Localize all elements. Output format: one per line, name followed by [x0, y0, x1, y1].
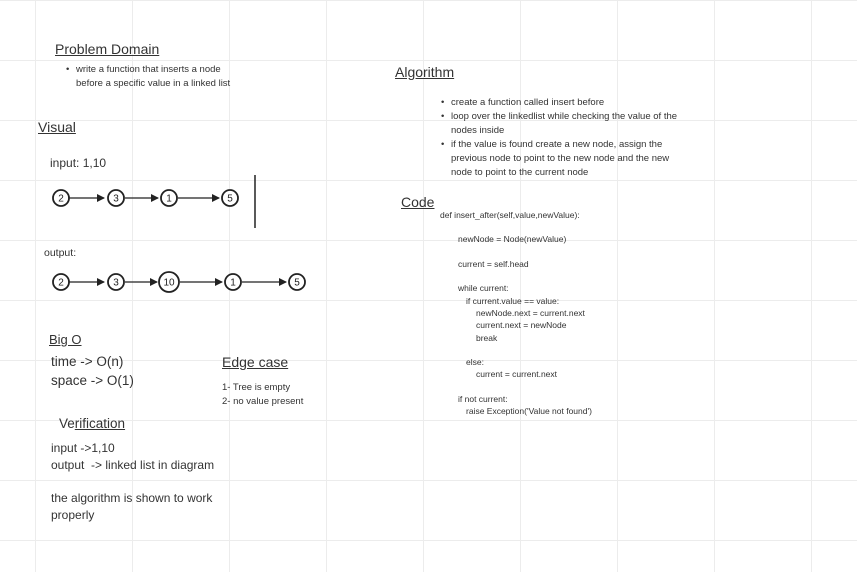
code-line: newNode.next = current.next [476, 308, 585, 318]
algorithm-step: loop over the linkedlist while checking … [451, 111, 678, 122]
output-node [288, 273, 306, 291]
bullet-dot: • [441, 97, 445, 108]
algorithm-step: previous node to point to the new node a… [451, 153, 670, 164]
algorithm-heading: Algorithm [395, 64, 455, 80]
input-node [221, 189, 239, 207]
problem-bullet-line1: write a function that inserts a node [76, 64, 221, 75]
output-node [52, 273, 70, 291]
algorithm-bullet: • loop over the linkedlist while checkin… [441, 110, 678, 138]
bullet-dot: • [441, 139, 445, 150]
code-heading: Code [401, 194, 435, 210]
big-o-heading: Big O [49, 332, 82, 347]
code-line: if not current: [458, 394, 508, 404]
output-node [224, 273, 242, 291]
code-line: while current: [458, 283, 509, 293]
code-line: break [476, 333, 498, 343]
code-line: current = self.head [458, 259, 529, 269]
algorithm-bullet: • create a function called insert before [441, 96, 605, 110]
code-line: current.next = newNode [476, 320, 567, 330]
bullet-dot: • [66, 64, 70, 75]
input-node-value: 5 [227, 194, 233, 205]
code-line: else: [466, 357, 484, 367]
input-node-value: 1 [166, 194, 172, 205]
algorithm-step: nodes inside [451, 125, 505, 136]
edge-case-item: 2- no value present [222, 396, 304, 407]
problem-domain-heading: Problem Domain [55, 41, 160, 57]
input-node [52, 189, 70, 207]
verification-input: input ->1,10 [51, 441, 115, 455]
output-node-value: 5 [294, 278, 300, 289]
verification-note-line2: properly [51, 508, 95, 522]
code-line: raise Exception('Value not found') [466, 406, 592, 416]
code-line: if current.value == value: [466, 296, 560, 306]
input-node-value: 2 [58, 194, 64, 205]
output-node-value: 3 [113, 278, 119, 289]
input-label: input: 1,10 [50, 156, 107, 170]
input-node-value: 3 [113, 194, 119, 205]
output-label: output: [44, 247, 77, 259]
output-node-value: 1 [230, 278, 236, 289]
algorithm-step: node to point to the current node [451, 167, 589, 178]
algorithm-bullet: • if the value is found create a new nod… [441, 138, 670, 180]
algorithm-step: if the value is found create a new node,… [451, 139, 663, 150]
input-node [107, 189, 125, 207]
code-line: current = current.next [476, 369, 558, 379]
verification-heading-prefix: Ve [59, 416, 75, 431]
verification-heading-rest: rification [74, 416, 126, 431]
code-line: def insert_after(self,value,newValue): [440, 210, 580, 220]
visual-heading: Visual [38, 119, 76, 135]
verification-output: output -> linked list in diagram [51, 458, 215, 472]
output-node-value: 10 [163, 278, 175, 289]
code-line: newNode = Node(newValue) [458, 234, 567, 244]
edge-case-heading: Edge case [222, 354, 289, 370]
verification-heading: Verification [59, 416, 125, 431]
space-complexity: space -> O(1) [51, 373, 134, 388]
problem-bullet-line2: before a specific value in a linked list [76, 78, 231, 89]
verification-note-line1: the algorithm is shown to work [51, 491, 213, 505]
problem-bullet: • write a function that inserts a node b… [66, 63, 231, 91]
output-node [107, 273, 125, 291]
output-node [158, 271, 180, 293]
input-list: 2 3 1 5 [52, 175, 256, 228]
bullet-dot: • [441, 111, 445, 122]
output-node-value: 2 [58, 278, 64, 289]
algorithm-step: create a function called insert before [451, 97, 605, 108]
time-complexity: time -> O(n) [51, 354, 124, 369]
output-list: 2 3 10 1 5 [52, 271, 306, 293]
edge-case-item: 1- Tree is empty [222, 382, 291, 393]
input-node [160, 189, 178, 207]
